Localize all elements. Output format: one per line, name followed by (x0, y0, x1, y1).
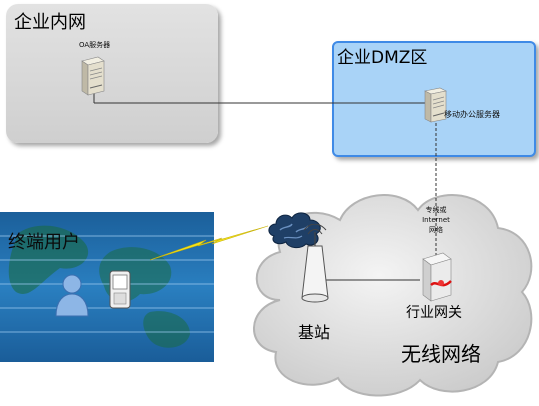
oa-server-label: OA服务器 (79, 41, 111, 49)
wireless-link-lightning-icon (150, 225, 269, 261)
dedicated-line-label-2: Internet (422, 216, 450, 224)
gateway-icon (422, 252, 452, 302)
server-icon (424, 87, 447, 123)
dedicated-line-label: 专线或 Internet 网络 (418, 205, 454, 235)
end-user-panel (0, 212, 214, 362)
wireless-network-title: 无线网络 (401, 342, 481, 366)
end-user-title: 终端用户 (8, 232, 80, 253)
base-station-label: 基站 (298, 323, 331, 342)
server-icon (81, 56, 105, 96)
industry-gateway-label: 行业网关 (406, 305, 462, 321)
intranet-zone (6, 4, 218, 143)
user-icon (55, 274, 89, 317)
wireless-network-cloud (253, 194, 533, 397)
intranet-zone-title: 企业内网 (14, 12, 86, 33)
dmz-zone-title: 企业DMZ区 (337, 48, 428, 68)
mobile-office-server-label: 移动办公服务器 (444, 110, 500, 119)
dedicated-line-label-1: 专线或 (425, 206, 447, 214)
dedicated-line-label-3: 网络 (429, 226, 443, 234)
base-station-icon (301, 224, 329, 303)
mobile-phone-icon (109, 270, 131, 309)
